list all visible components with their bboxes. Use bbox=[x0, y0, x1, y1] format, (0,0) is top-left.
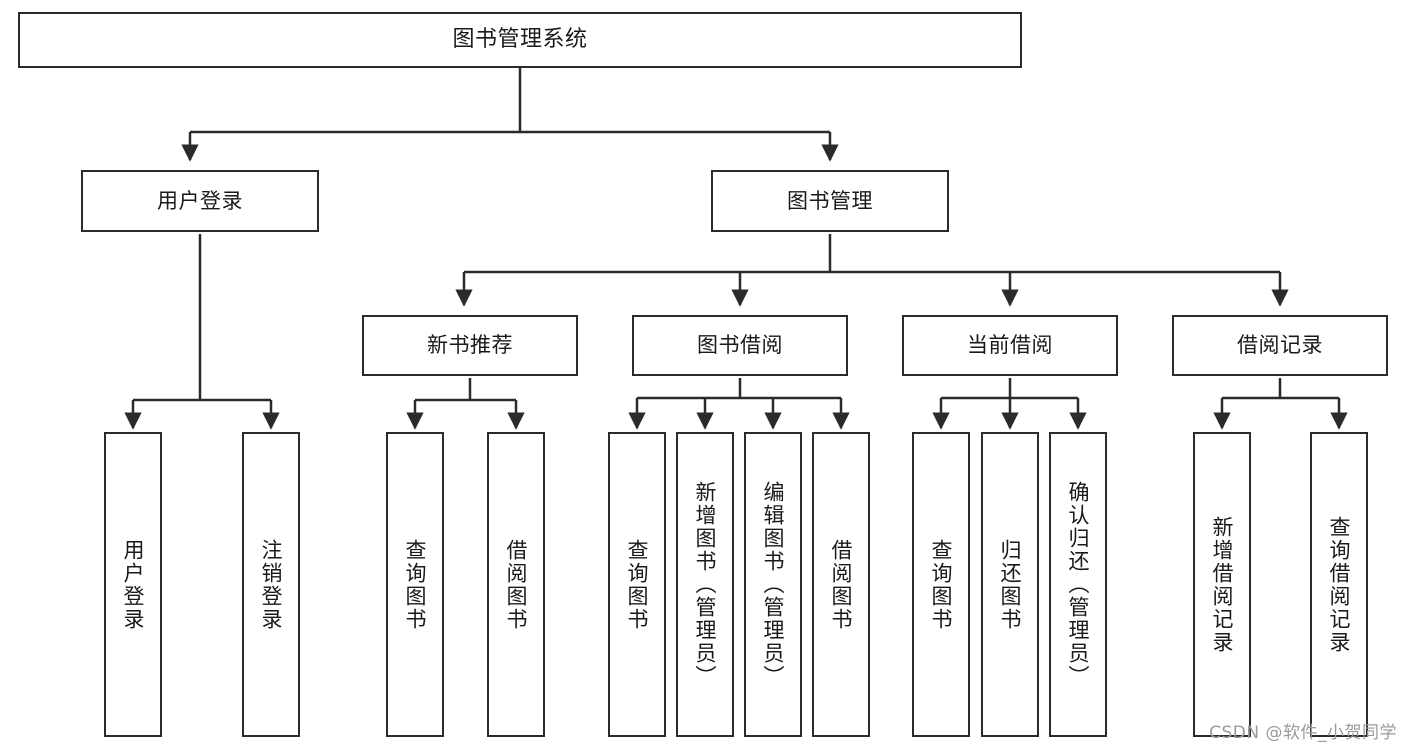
node-label: 图书借阅 bbox=[697, 333, 783, 358]
node-label: 注销登录 bbox=[259, 538, 284, 631]
node-book-borrow[interactable]: 图书借阅 bbox=[632, 315, 848, 376]
node-label: 新增借阅记录 bbox=[1210, 515, 1235, 654]
node-label: 查询借阅记录 bbox=[1327, 515, 1352, 654]
node-borrow-record[interactable]: 借阅记录 bbox=[1172, 315, 1388, 376]
node-label: 借阅记录 bbox=[1237, 333, 1323, 358]
node-label: 查询图书 bbox=[625, 538, 650, 631]
node-label: 图书管理 bbox=[787, 188, 873, 213]
node-label: 查询图书 bbox=[403, 538, 428, 631]
node-label: 用户登录 bbox=[157, 188, 243, 213]
csdn-watermark: CSDN @软件_小贺同学 bbox=[1209, 723, 1397, 743]
leaf-borrow-borrow-book[interactable]: 借阅图书 bbox=[812, 432, 870, 737]
node-label: 确认归还（管理员） bbox=[1066, 481, 1091, 688]
node-label: 新书推荐 bbox=[427, 333, 513, 358]
node-label: 借阅图书 bbox=[504, 538, 529, 631]
node-label: 借阅图书 bbox=[829, 538, 854, 631]
node-label: 用户登录 bbox=[121, 538, 146, 631]
node-book-management[interactable]: 图书管理 bbox=[711, 170, 949, 232]
node-root-system[interactable]: 图书管理系统 bbox=[18, 12, 1022, 68]
leaf-record-query-record[interactable]: 查询借阅记录 bbox=[1310, 432, 1368, 737]
node-user-login[interactable]: 用户登录 bbox=[81, 170, 319, 232]
node-label: 编辑图书（管理员） bbox=[761, 481, 786, 688]
leaf-new-book-query[interactable]: 查询图书 bbox=[386, 432, 444, 737]
leaf-record-add-record[interactable]: 新增借阅记录 bbox=[1193, 432, 1251, 737]
leaf-borrow-query-book[interactable]: 查询图书 bbox=[608, 432, 666, 737]
leaf-current-confirm-return-admin[interactable]: 确认归还（管理员） bbox=[1049, 432, 1107, 737]
leaf-user-login-login[interactable]: 用户登录 bbox=[104, 432, 162, 737]
node-current-borrow[interactable]: 当前借阅 bbox=[902, 315, 1118, 376]
node-label: 图书管理系统 bbox=[452, 27, 588, 53]
node-label: 新增图书（管理员） bbox=[693, 481, 718, 688]
leaf-current-query-book[interactable]: 查询图书 bbox=[912, 432, 970, 737]
node-label: 查询图书 bbox=[929, 538, 954, 631]
node-label: 归还图书 bbox=[998, 538, 1023, 631]
leaf-borrow-add-book-admin[interactable]: 新增图书（管理员） bbox=[676, 432, 734, 737]
node-label: 当前借阅 bbox=[967, 333, 1053, 358]
leaf-borrow-edit-book-admin[interactable]: 编辑图书（管理员） bbox=[744, 432, 802, 737]
node-new-book-recommend[interactable]: 新书推荐 bbox=[362, 315, 578, 376]
leaf-user-login-logout[interactable]: 注销登录 bbox=[242, 432, 300, 737]
leaf-current-return-book[interactable]: 归还图书 bbox=[981, 432, 1039, 737]
leaf-new-book-borrow[interactable]: 借阅图书 bbox=[487, 432, 545, 737]
